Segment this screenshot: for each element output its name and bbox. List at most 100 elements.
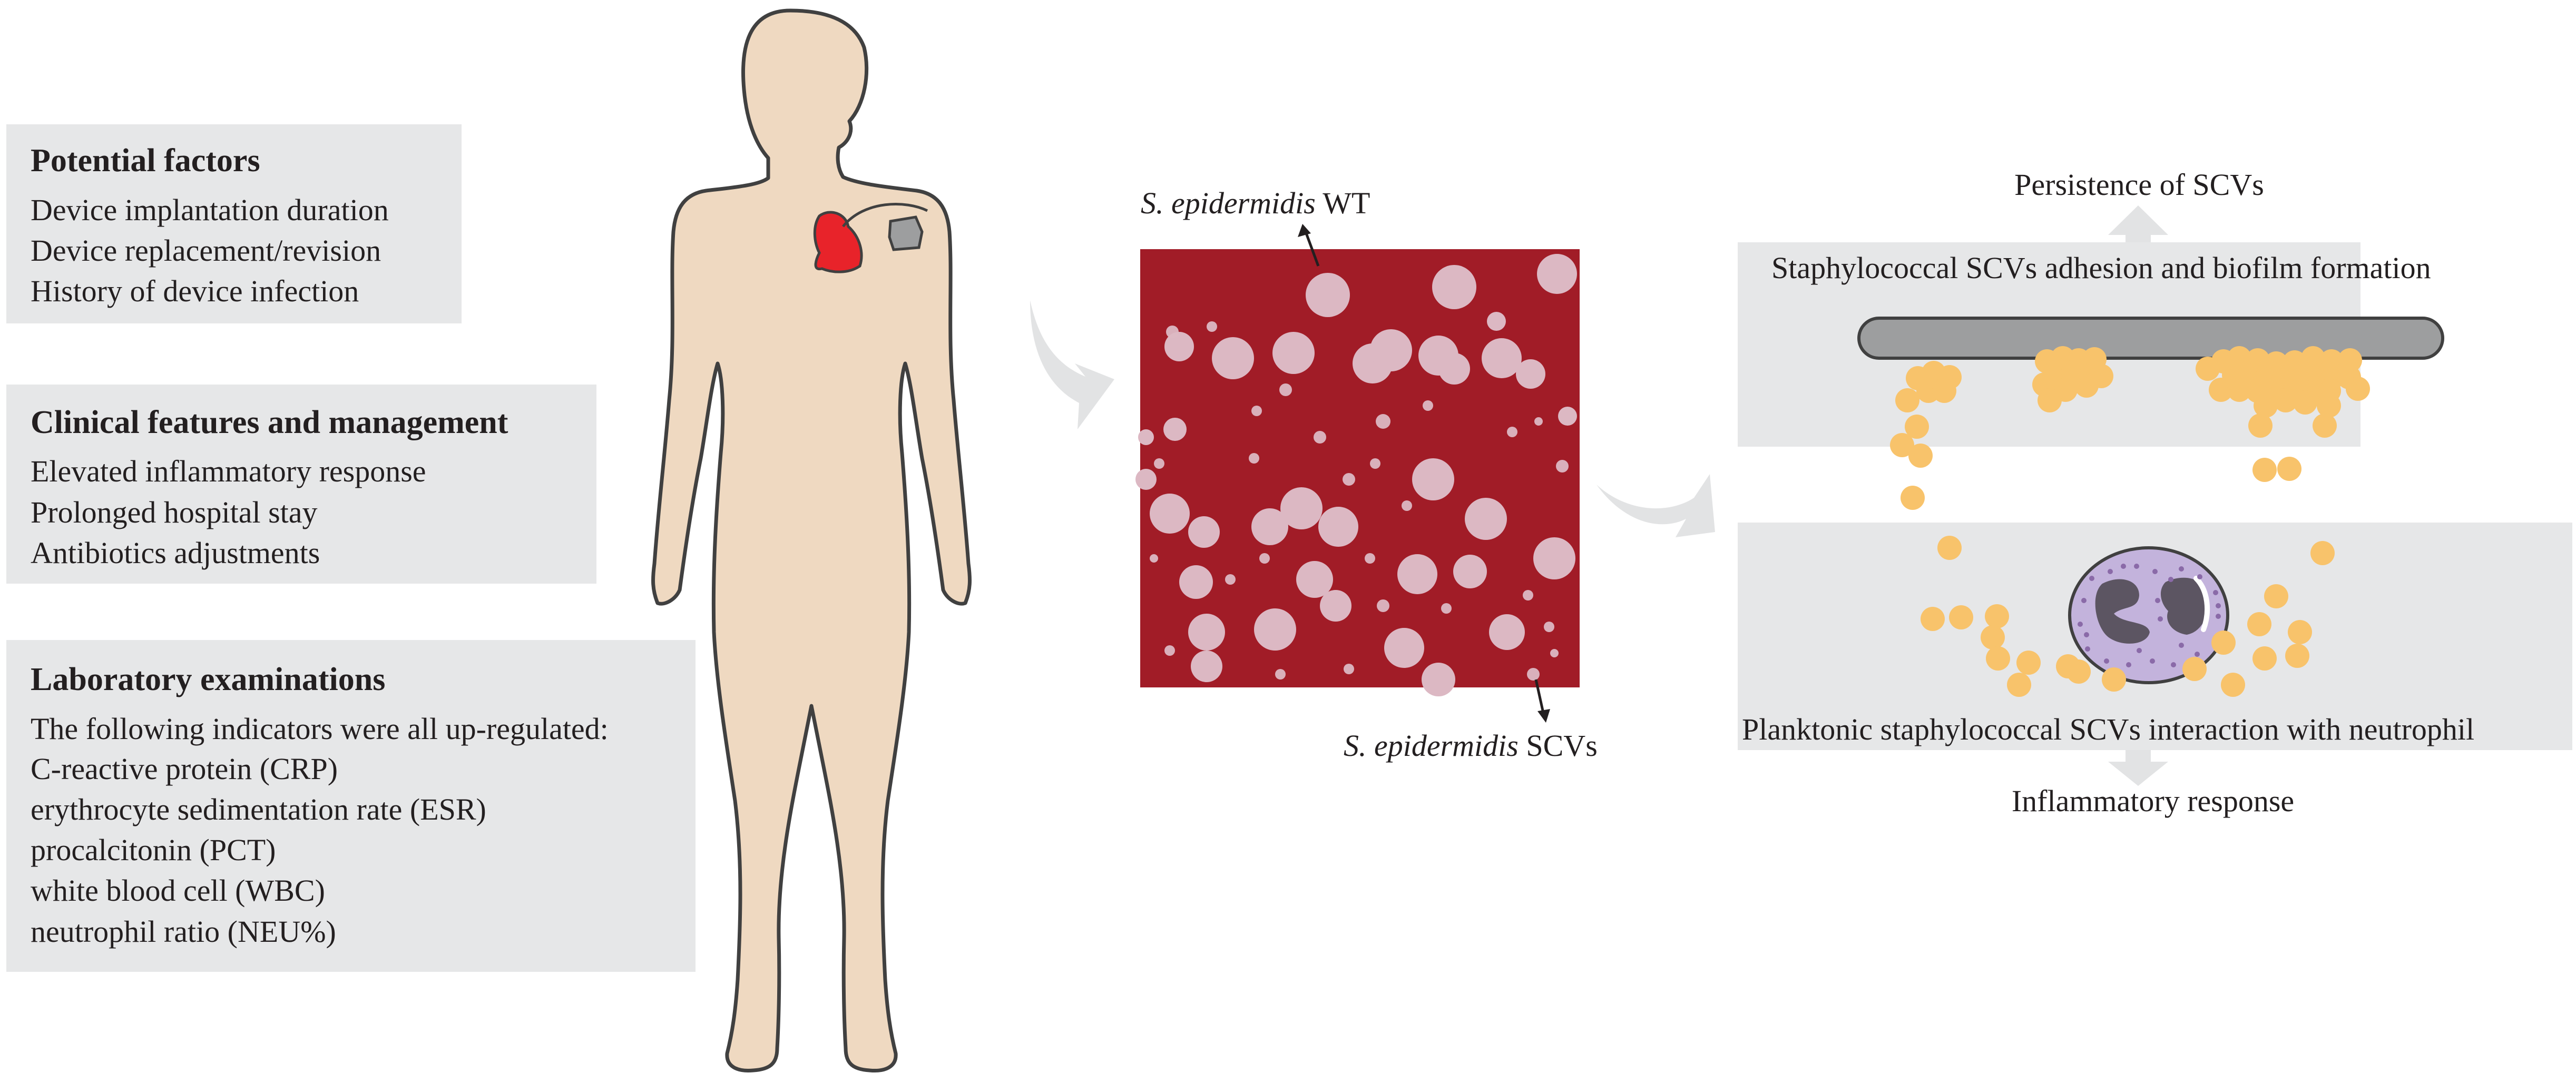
granule	[2134, 564, 2139, 569]
bacterium	[1932, 379, 1956, 403]
wt-colony	[1164, 332, 1194, 361]
biofilm-bacteria-group	[1906, 346, 2370, 418]
neutrophil-panel: Planktonic staphylococcal SCVs interacti…	[1738, 523, 2572, 750]
wt-colony	[1489, 614, 1525, 650]
clinical-features-title: Clinical features and management	[31, 405, 508, 440]
wt-colony	[1306, 273, 1350, 317]
granule	[2216, 614, 2221, 619]
bacterium	[1908, 444, 1933, 468]
granule	[2213, 590, 2218, 595]
bacterium	[2221, 673, 2245, 697]
bacterium	[2056, 654, 2080, 678]
bacterium	[1890, 433, 1914, 457]
laboratory-item: white blood cell (WBC)	[31, 873, 325, 908]
laboratory-item: The following indicators were all up-reg…	[31, 712, 609, 746]
scv-colony	[1556, 460, 1569, 472]
bacterium	[2310, 541, 2335, 565]
laboratory-panel	[6, 640, 696, 972]
wt-colony	[1191, 651, 1222, 682]
scv-colony	[1423, 400, 1433, 411]
granule	[2126, 662, 2131, 667]
potential-factors-item: Device replacement/revision	[31, 233, 381, 268]
bacterium	[2254, 393, 2278, 418]
wt-colony	[1438, 353, 1470, 385]
bacterium	[2007, 673, 2031, 697]
granule	[2121, 564, 2126, 569]
scv-colony	[1259, 553, 1270, 564]
bacterium	[1901, 486, 1925, 510]
wt-colony	[1188, 516, 1220, 548]
scv-colony	[1402, 500, 1412, 511]
potential-factors-box: Potential factors Device implantation du…	[6, 124, 462, 323]
bacterium	[2196, 357, 2220, 381]
scv-colony	[1370, 458, 1380, 469]
wt-colony	[1179, 565, 1213, 599]
wt-colony	[1370, 329, 1412, 371]
scv-colony	[1314, 431, 1326, 444]
granule	[2155, 598, 2160, 603]
free-bacteria-group	[1890, 388, 2337, 510]
scv-colony	[1527, 668, 1540, 681]
persistence-label: Persistence of SCVs	[2014, 168, 2264, 202]
scv-colony	[1544, 622, 1554, 632]
laboratory-item: C-reactive protein (CRP)	[31, 752, 338, 786]
human-body-silhouette	[651, 8, 972, 1073]
granule	[2104, 658, 2109, 664]
wt-colony	[1188, 614, 1225, 651]
scv-colony	[1166, 326, 1179, 338]
wt-colony	[1272, 332, 1315, 374]
human-figure	[651, 8, 972, 1073]
bacterium	[1981, 625, 2005, 649]
granule	[2150, 658, 2155, 664]
bacterium	[2248, 413, 2273, 438]
bacterium	[2038, 388, 2062, 412]
wt-colony	[1320, 590, 1351, 622]
scv-pointer-line	[1534, 679, 1545, 716]
bacterium	[2247, 612, 2271, 636]
wt-colony	[1432, 265, 1476, 309]
neutrophil-bacteria-group	[1921, 536, 2335, 697]
neutrophil-granules	[2078, 564, 2221, 667]
bacterium	[2288, 620, 2312, 644]
bacterium	[1937, 536, 1962, 560]
wt-colony	[1138, 429, 1154, 445]
biofilm-title: Staphylococcal SCVs adhesion and biofilm…	[1771, 251, 2431, 285]
bacterium	[2074, 373, 2099, 398]
wt-colony	[1422, 663, 1455, 696]
scv-colony	[1207, 321, 1217, 332]
biofilm-panel: Staphylococcal SCVs adhesion and biofilm…	[1738, 242, 2444, 447]
scv-colony	[1534, 417, 1543, 426]
scv-colony	[1377, 599, 1389, 612]
scv-colony	[1154, 458, 1164, 469]
neutrophil-cell	[2068, 546, 2229, 684]
wt-colony	[1397, 554, 1437, 594]
granule	[2171, 662, 2176, 667]
bacterium	[2313, 413, 2337, 438]
wt-colony	[1533, 537, 1575, 579]
laboratory-title: Laboratory examinations	[31, 662, 385, 697]
granule	[2197, 574, 2202, 579]
wt-colony	[1280, 487, 1323, 529]
wt-colony	[1296, 561, 1333, 598]
bacterium	[2102, 667, 2126, 692]
scv-colony	[1150, 554, 1158, 563]
laboratory-item: erythrocyte sedimentation rate (ESR)	[31, 792, 486, 826]
granule	[2168, 577, 2173, 582]
wt-colony	[1412, 458, 1454, 500]
clinical-features-item: Prolonged hospital stay	[31, 495, 318, 529]
bacterium	[1905, 415, 1929, 439]
granule	[2081, 598, 2087, 603]
curved-arrow-to-culture	[1030, 300, 1114, 429]
wt-pointer-arrowhead	[1298, 224, 1311, 237]
bacterium	[2211, 631, 2236, 655]
wt-colony	[1163, 418, 1187, 441]
wt-colony	[1453, 555, 1487, 588]
wt-colony	[1254, 608, 1296, 651]
potential-factors-item: Device implantation duration	[31, 193, 389, 227]
granule	[2078, 622, 2083, 627]
granule	[2195, 652, 2200, 657]
granule	[2179, 643, 2184, 648]
scv-colony	[1249, 453, 1259, 464]
scv-colony	[1164, 645, 1175, 656]
bacterium	[1985, 604, 2009, 628]
